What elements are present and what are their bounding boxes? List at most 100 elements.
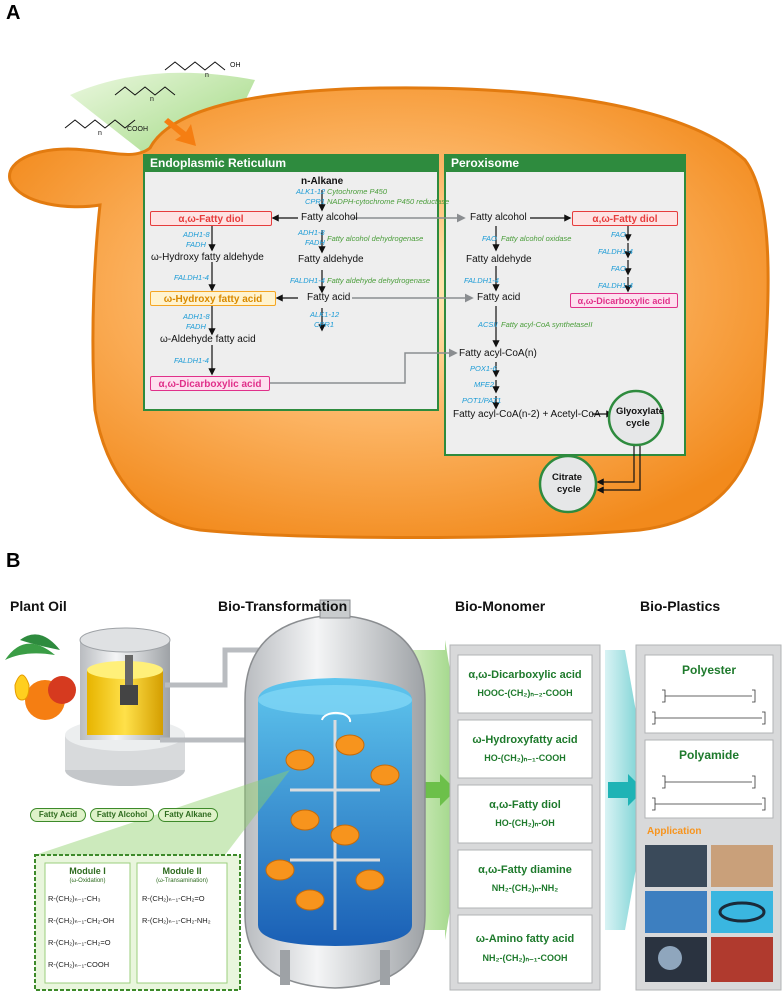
header-bio-transformation: Bio-Transformation	[218, 598, 348, 614]
alcohol-oh-label: OH	[230, 62, 241, 69]
module2-line-1: R-(CH₂)ₙ₋₁-CH₂=O	[142, 894, 205, 903]
citrate-label-1: Citrate	[552, 472, 583, 483]
er-adh1: ADH1-8	[298, 228, 325, 237]
monomer-name: ω-Amino fatty acid	[475, 933, 575, 945]
oil-container	[65, 627, 185, 786]
er-faldh: FALDH1-4	[290, 276, 325, 285]
chip-fatty-alkane: Fatty Alkane	[158, 808, 218, 822]
px-right-fao2: FAO	[611, 264, 626, 273]
px-fatty-alcohol: Fatty alcohol	[470, 212, 527, 223]
transport-arrows	[270, 213, 474, 384]
header-bio-monomer: Bio-Monomer	[455, 598, 546, 614]
er-cpr2: CPR1	[314, 320, 335, 329]
entry-arrow	[164, 118, 196, 146]
alkane-chain-structure	[114, 86, 176, 96]
er-left-faldh1: FALDH1-4	[174, 273, 209, 282]
peroxisome-title-bar	[445, 155, 685, 172]
er-hydroxy-aldehyde: ω-Hydroxy fatty aldehyde	[151, 252, 264, 263]
er-left-faldh2: FALDH1-4	[174, 356, 209, 365]
px-right-fao1: FAO	[611, 230, 626, 239]
glyoxylate-cycle-circle	[607, 389, 665, 447]
monomer-card-diamine: α,ω-Fatty diamine NH₂-(CH₂)ₙ-NH₂	[458, 850, 592, 908]
er-left-adh1: ADH1-8	[183, 230, 210, 239]
er-aldehyde-acid: ω-Aldehyde fatty acid	[160, 334, 256, 345]
module1-line-1: R-(CH₂)ₙ₋₁-CH₃	[48, 894, 101, 903]
er-box	[143, 154, 439, 411]
er-n-alkane: n-Alkane	[301, 176, 344, 187]
citrate-label-2: cycle	[557, 484, 581, 495]
cycle-link-arrows	[596, 446, 641, 494]
acid-cooh-label: COOH	[127, 126, 148, 133]
application-title: Application	[647, 826, 702, 837]
subscript-n-2: n	[150, 96, 154, 103]
monomer-name: α,ω-Dicarboxylic acid	[468, 669, 582, 681]
header-bio-plastics: Bio-Plastics	[640, 598, 721, 614]
px-faldh: FALDH1-4	[464, 276, 499, 285]
px-dicarboxylic-box: α,ω-Dicarboxylic acid	[570, 293, 678, 308]
monomer-card-amino: ω-Amino fatty acid NH₂-(CH₂)ₙ₋₁-COOH	[458, 915, 592, 983]
panel-a-label: A	[6, 2, 21, 24]
monomer-formula: NH₂-(CH₂)ₙ₋₁-COOH	[482, 953, 568, 963]
monomer-card-diol: α,ω-Fatty diol HO-(CH₂)ₙ-OH	[458, 785, 592, 843]
px-fao-name: Fatty alcohol oxidase	[501, 234, 572, 243]
px-right-faldh1: FALDH1-4	[598, 247, 633, 256]
er-left-fadh2: FADH	[186, 322, 206, 331]
px-mfe: MFE2	[474, 380, 495, 389]
px-fao: FAO	[482, 234, 497, 243]
subscript-n-1: n	[98, 130, 102, 137]
module2-card	[136, 862, 228, 984]
monomer-formula: HO-(CH₂)ₙ-OH	[495, 818, 555, 828]
module1-line-2: R-(CH₂)ₙ₋₁-CH₂-OH	[48, 916, 115, 925]
polyamide-title: Polyamide	[678, 748, 740, 762]
monomer-green-arrow	[418, 774, 456, 806]
px-right-faldh2: FALDH1-4	[598, 281, 633, 290]
module1-sub: (ω-Oxidation)	[69, 878, 106, 884]
er-title-bar	[144, 155, 438, 172]
monomer-formula: HOOC-(CH₂)ₙ₋₂-COOH	[477, 688, 573, 698]
monomer-name: α,ω-Fatty diamine	[478, 864, 572, 876]
er-alcohol-dehydrogenase: Fatty alcohol dehydrogenase	[327, 234, 424, 243]
px-fatty-acid: Fatty acid	[477, 292, 521, 303]
monomer-cards	[457, 654, 593, 984]
module2-title: Module II	[162, 866, 202, 876]
px-pot: POT1/PAT1	[462, 396, 502, 405]
bioreactor-tank	[244, 599, 426, 989]
application-photos	[645, 845, 773, 982]
module1-title: Module I	[69, 866, 106, 876]
polymer-formulas	[652, 689, 766, 811]
module1-card	[44, 862, 131, 984]
plastics-teal-arrow	[608, 774, 644, 806]
er-aldehyde-dehydrogenase: Fatty aldehyde dehydrogenase	[327, 276, 430, 285]
er-cyp450: Cytochrome P450	[327, 187, 388, 196]
monomer-formula: NH₂-(CH₂)ₙ-NH₂	[491, 883, 559, 893]
subscript-n-3: n	[205, 72, 209, 79]
monomer-card-hydroxy: ω-Hydroxyfatty acid HO-(CH₂)ₙ₋₁-COOH	[458, 720, 592, 778]
monomer-formula: HO-(CH₂)ₙ₋₁-COOH	[484, 753, 566, 763]
glyoxylate-label-2: cycle	[626, 418, 650, 429]
px-pox: POX1-6	[470, 364, 497, 373]
er-fatty-aldehyde: Fatty aldehyde	[298, 254, 364, 265]
polyester-title: Polyester	[681, 663, 737, 677]
er-alk1: ALK1-12	[296, 187, 326, 196]
panel-b-label: B	[6, 550, 21, 572]
er-dicarboxylic-box: α,ω-Dicarboxylic acid	[150, 376, 270, 391]
monomer-card-dicarboxylic: α,ω-Dicarboxylic acid HOOC-(CH₂)ₙ₋₂-COOH	[458, 655, 592, 713]
module2-sub: (ω-Transamination)	[156, 878, 208, 884]
er-fadh1: FADH	[305, 238, 325, 247]
polyamide-card	[644, 739, 774, 819]
chip-fatty-acid: Fatty Acid	[30, 808, 86, 822]
er-alk2: ALK1-12	[310, 310, 340, 319]
peroxisome-arrows	[492, 214, 632, 418]
module2-line-2: R-(CH₂)ₙ₋₁-CH₂-NH₂	[142, 916, 211, 925]
er-nadph-reductase: NADPH-cytochrome P450 reductase	[327, 197, 450, 206]
er-title: Endoplasmic Reticulum	[150, 156, 287, 170]
module1-line-4: R-(CH₂)ₙ₋₁-COOH	[48, 960, 110, 969]
er-left-fadh1: FADH	[186, 240, 206, 249]
px-acyl-coa-acetyl: Fatty acyl-CoA(n-2) + Acetyl-CoA	[453, 409, 601, 420]
er-cpr1: CPR1	[305, 197, 326, 206]
er-left-adh2: ADH1-8	[183, 312, 210, 321]
acid-chain-structure	[64, 119, 136, 129]
er-hydroxy-acid-box: ω-Hydroxy fatty acid	[150, 291, 276, 306]
glyoxylate-label-1: Glyoxylate	[616, 406, 665, 417]
